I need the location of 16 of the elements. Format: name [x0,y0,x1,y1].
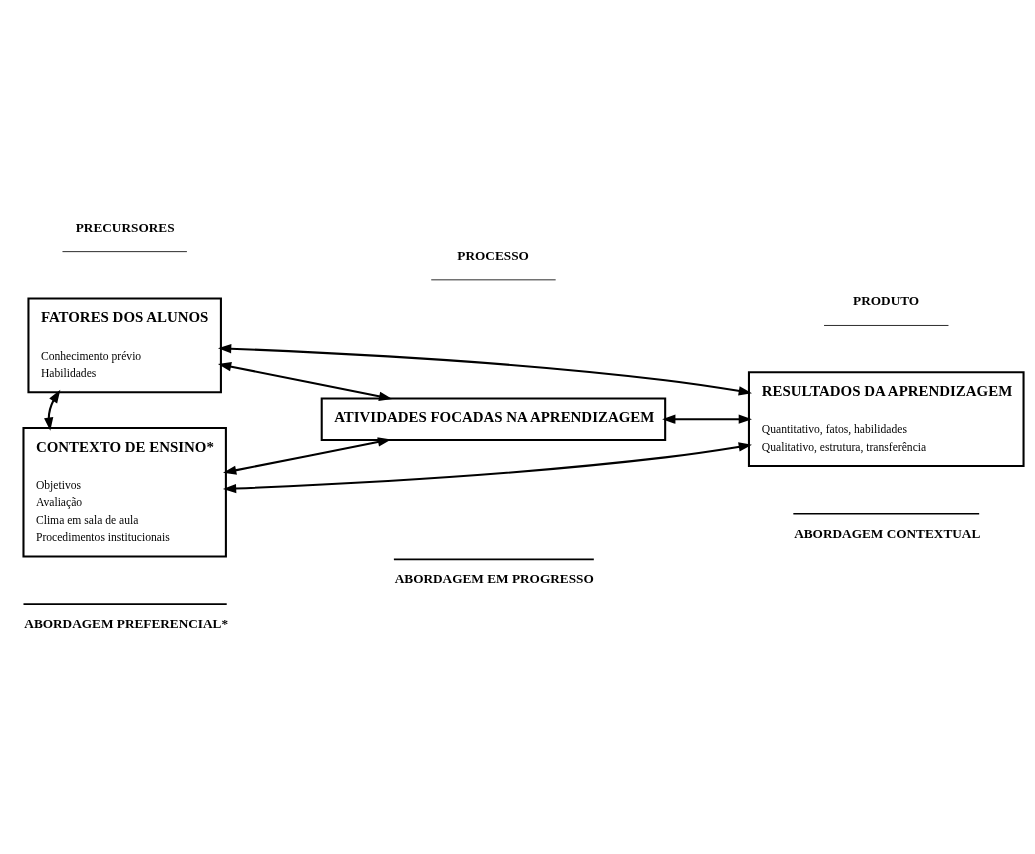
node-box: CONTEXTO DE ENSINO* Objetivos Avaliação Clima em sala de aula Procedimentos institucionais [22,426,227,558]
node-box: FATORES DOS ALUNOS Conhecimento prévio Habilidades [27,296,222,393]
arrow [217,361,393,401]
node-box: RESULTADOS DA APRENDIZAGEM Quantitativo, fatos, habilidades Qualitativo, estrutura, transferência [747,370,1025,467]
label: PROCESSO [457,247,529,263]
label: ABORDAGEM EM PROGRESSO [394,570,594,586]
node-box: ATIVIDADES FOCADAS NA APRENDIZAGEM [320,396,667,441]
label: ABORDAGEM PREFERENCIAL* [24,615,229,631]
arrow [217,343,752,395]
label: PRECURSORES [75,219,175,235]
arrow [223,436,392,475]
arrow [222,441,752,493]
arrow [662,414,752,424]
label: PRODUTO [853,292,920,308]
arrow [44,389,61,431]
label: ABORDAGEM CONTEXTUAL [794,525,981,541]
